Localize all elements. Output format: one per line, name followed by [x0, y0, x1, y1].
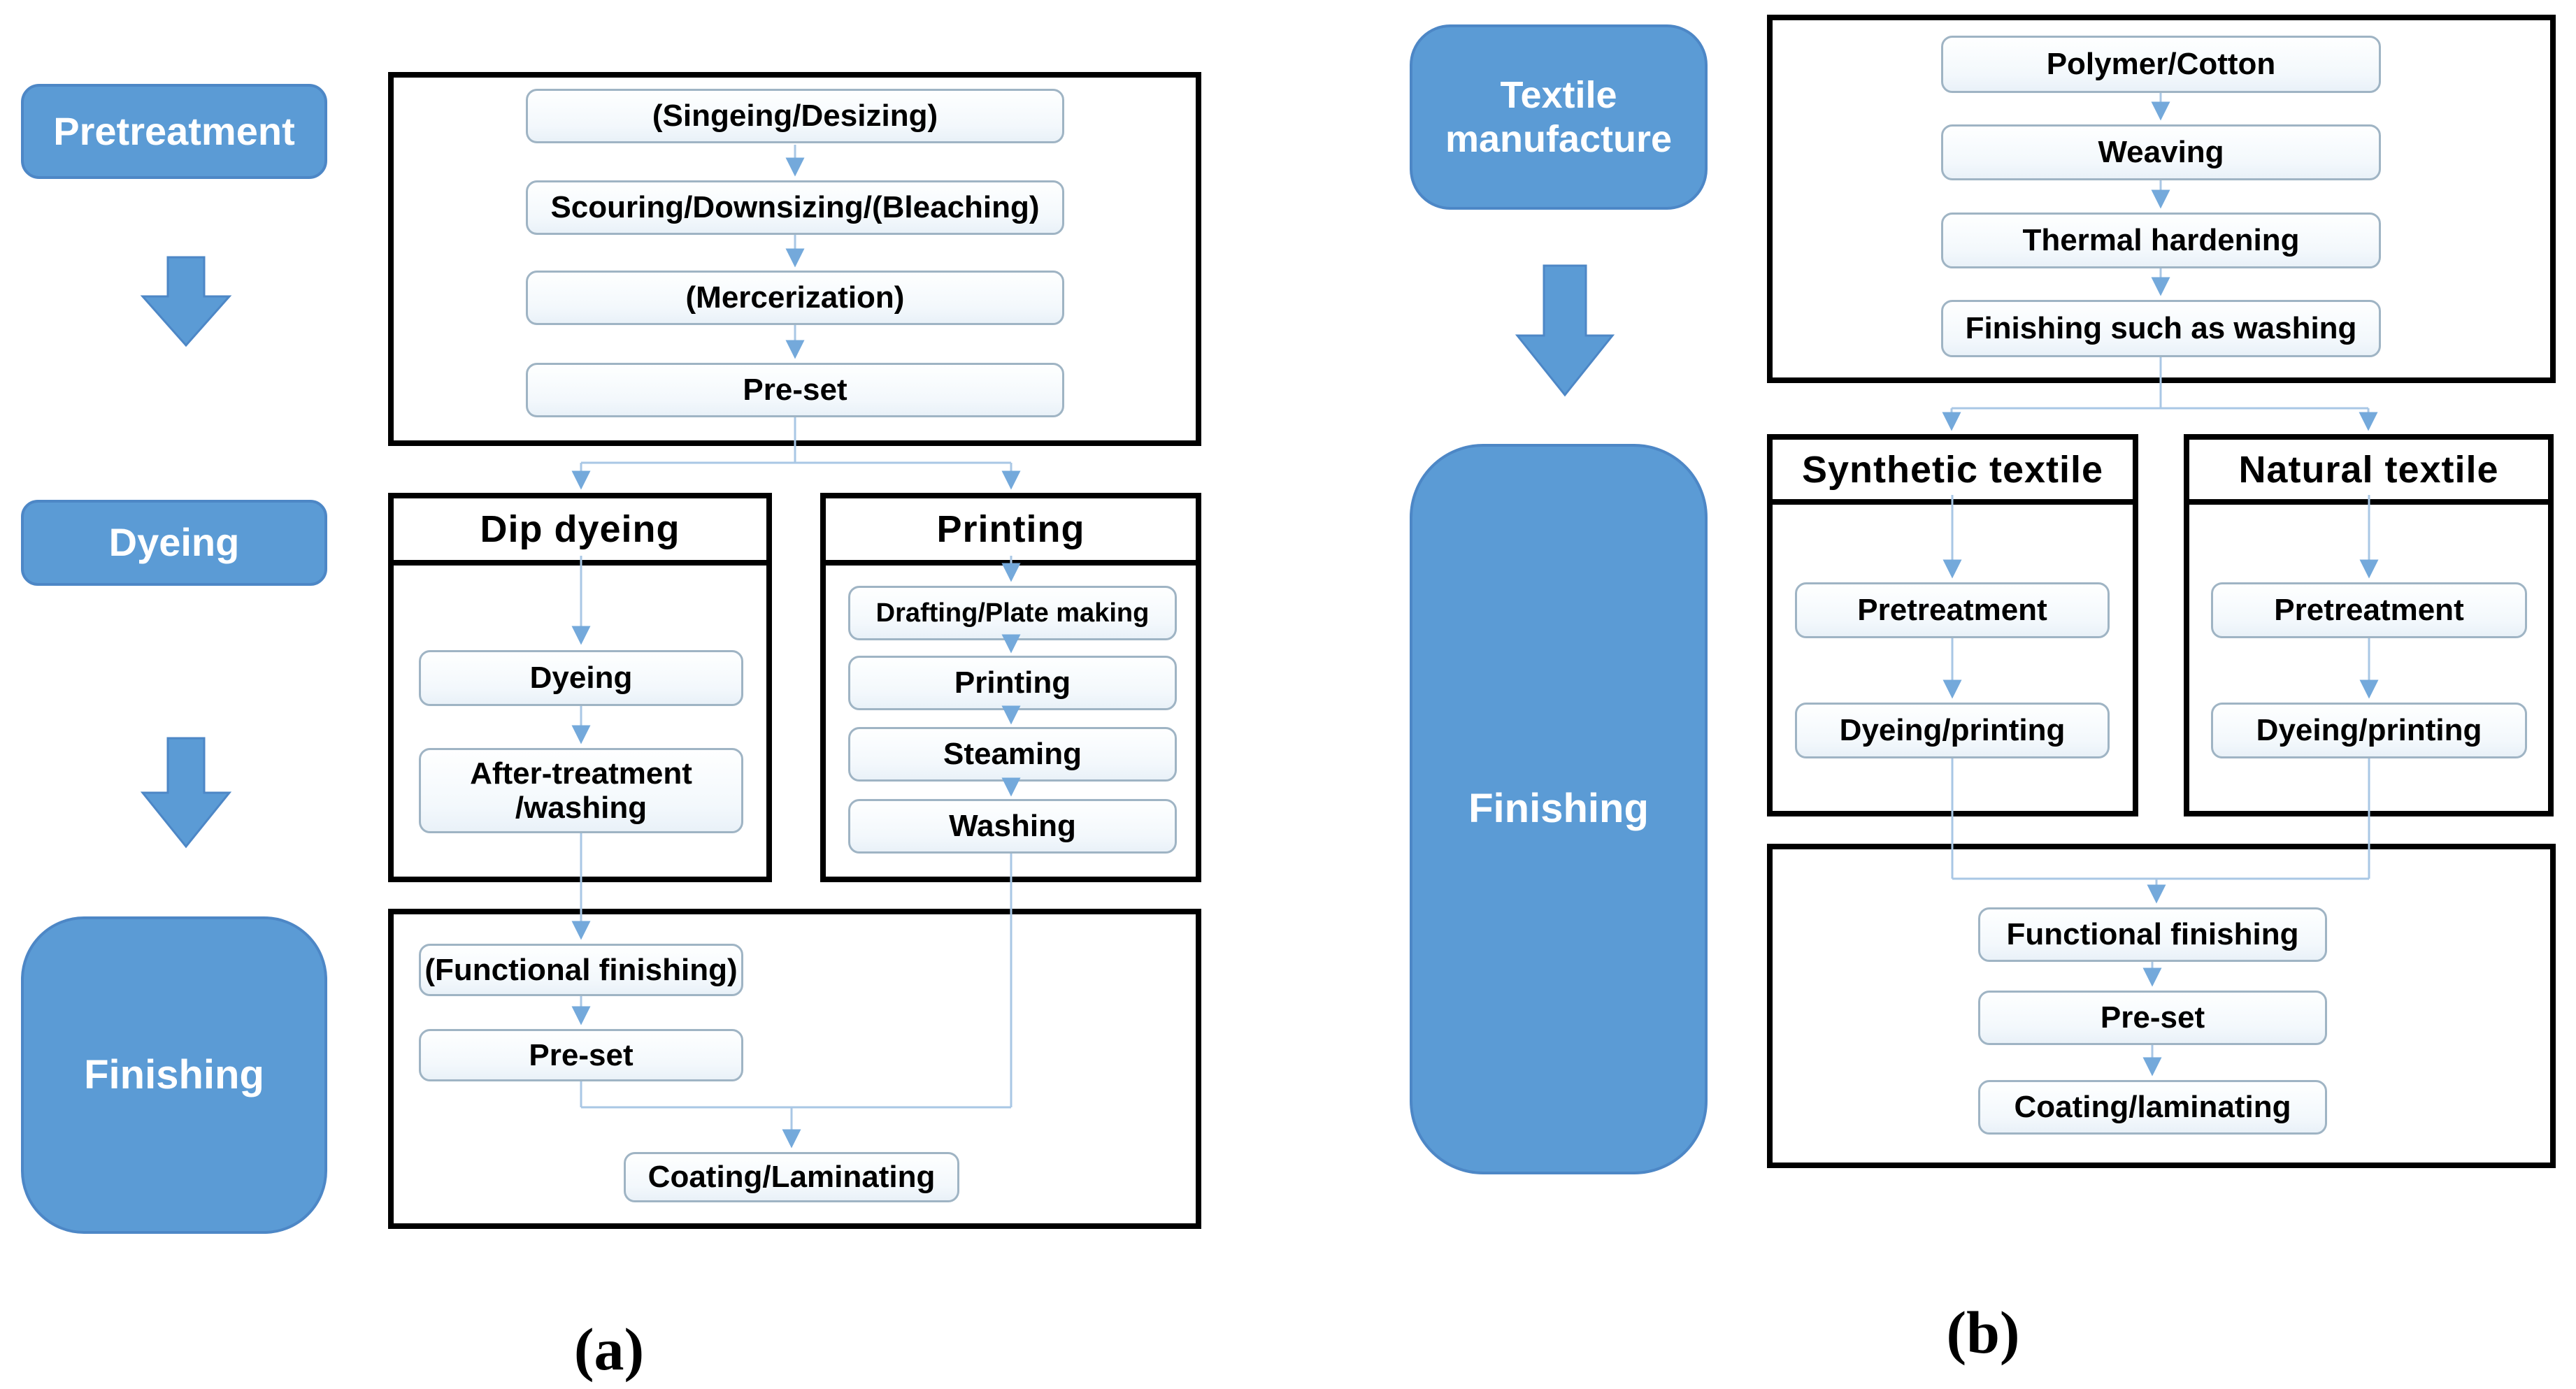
step-pre-set-top-a: Pre-set — [526, 363, 1064, 417]
step-label: Coating/laminating — [2014, 1090, 2291, 1125]
step-dyeing-printing-synthetic: Dyeing/printing — [1795, 703, 2110, 758]
stage-badge-finishing-b-label: Finishing — [1468, 786, 1649, 832]
step-printing: Printing — [848, 656, 1177, 710]
step-washing: Washing — [848, 799, 1177, 854]
step-label: (Singeing/Desizing) — [652, 99, 938, 134]
step-label: Thermal hardening — [2022, 223, 2300, 258]
synthetic-title: Synthetic textile — [1801, 448, 2104, 491]
step-label: Functional finishing — [2006, 917, 2299, 952]
stage-badge-finishing-a-label: Finishing — [84, 1051, 264, 1097]
step-label: Dyeing/printing — [1839, 713, 2066, 748]
step-pretreatment-synthetic: Pretreatment — [1795, 582, 2110, 638]
step-label: Finishing such as washing — [1965, 311, 2357, 346]
step-label: After-treatment /washing — [470, 756, 692, 825]
step-coating-laminating-a: Coating/Laminating — [624, 1152, 959, 1202]
step-weaving: Weaving — [1941, 124, 2381, 180]
printing-header: Printing — [826, 498, 1196, 566]
stage-badge-textile-manufacture: Textile manufacture — [1410, 24, 1708, 210]
step-label: Washing — [949, 809, 1076, 844]
stage-badge-finishing-b: Finishing — [1410, 444, 1708, 1174]
step-label: Dyeing — [529, 661, 633, 696]
stage-badge-pretreatment-label: Pretreatment — [53, 108, 295, 153]
block-arrow-b1 — [1515, 264, 1615, 397]
step-label: Printing — [954, 665, 1071, 700]
caption-b: (b) — [1913, 1298, 2053, 1366]
step-steaming: Steaming — [848, 727, 1177, 782]
step-label: Coating/Laminating — [647, 1160, 936, 1195]
step-dyeing: Dyeing — [419, 650, 743, 706]
step-pre-set-bottom-a: Pre-set — [419, 1029, 743, 1081]
step-label: (Functional finishing) — [424, 952, 738, 987]
natural-title: Natural textile — [2238, 448, 2499, 491]
step-label: Pre-set — [2100, 1000, 2205, 1035]
step-dyeing-printing-natural: Dyeing/printing — [2211, 703, 2527, 758]
step-pre-set-b: Pre-set — [1978, 991, 2327, 1045]
step-polymer-cotton: Polymer/Cotton — [1941, 36, 2381, 93]
synthetic-header: Synthetic textile — [1773, 440, 2133, 505]
stage-badge-textile-manufacture-label: Textile manufacture — [1445, 74, 1673, 160]
step-singeing-desizing: (Singeing/Desizing) — [526, 89, 1064, 143]
printing-title: Printing — [936, 508, 1085, 550]
block-arrow-a2 — [140, 737, 232, 849]
step-scouring-downsizing-bleaching: Scouring/Downsizing/(Bleaching) — [526, 180, 1064, 235]
step-label: Polymer/Cotton — [2046, 47, 2276, 82]
step-after-treatment-washing: After-treatment /washing — [419, 748, 743, 833]
natural-header: Natural textile — [2189, 440, 2548, 505]
step-mercerization: (Mercerization) — [526, 271, 1064, 325]
stage-badge-finishing-a: Finishing — [21, 916, 327, 1234]
dip-dyeing-title: Dip dyeing — [480, 508, 680, 550]
step-label: Pretreatment — [2274, 593, 2464, 628]
caption-a: (a) — [539, 1315, 679, 1383]
step-label: Steaming — [943, 737, 1082, 772]
step-label: Drafting/Plate making — [875, 598, 1150, 628]
stage-badge-pretreatment: Pretreatment — [21, 84, 327, 179]
block-arrow-a1 — [140, 256, 232, 347]
step-thermal-hardening: Thermal hardening — [1941, 213, 2381, 268]
caption-a-text: (a) — [573, 1315, 645, 1383]
stage-badge-dyeing-label: Dyeing — [108, 520, 240, 565]
step-label: Pre-set — [529, 1037, 634, 1072]
step-finishing-such-as-washing: Finishing such as washing — [1941, 300, 2381, 357]
step-functional-finishing-a: (Functional finishing) — [419, 944, 743, 996]
step-label: (Mercerization) — [685, 280, 905, 315]
step-label: Pre-set — [743, 373, 847, 408]
step-functional-finishing-b: Functional finishing — [1978, 907, 2327, 962]
stage-badge-dyeing: Dyeing — [21, 500, 327, 586]
step-label: Dyeing/printing — [2256, 713, 2482, 748]
step-label: Pretreatment — [1857, 593, 2047, 628]
dip-dyeing-header: Dip dyeing — [394, 498, 766, 566]
caption-b-text: (b) — [1946, 1298, 2020, 1366]
step-coating-laminating-b: Coating/laminating — [1978, 1080, 2327, 1135]
step-label: Scouring/Downsizing/(Bleaching) — [550, 190, 1040, 225]
step-pretreatment-natural: Pretreatment — [2211, 582, 2527, 638]
step-label: Weaving — [2098, 135, 2224, 170]
step-drafting-plate-making: Drafting/Plate making — [848, 586, 1177, 640]
